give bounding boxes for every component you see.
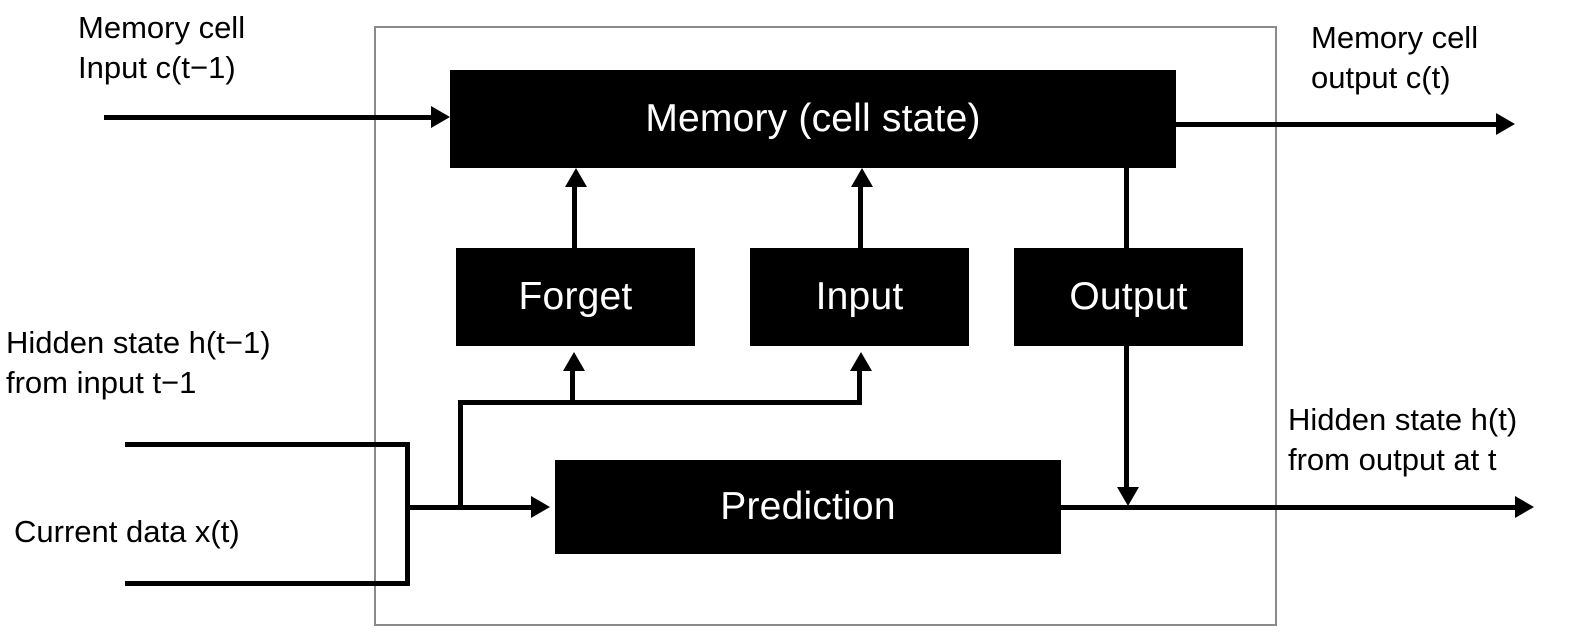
- label-hidden-state-output-line1: Hidden state h(t): [1288, 402, 1518, 437]
- label-hidden-state-input: Hidden state h(t−1) from input t−1: [6, 323, 271, 402]
- prediction-label: Prediction: [720, 485, 896, 528]
- wire-current-data-input: [125, 581, 410, 586]
- arrow-feed-to-input: [850, 352, 872, 371]
- label-hidden-state-output-line2: from output at t: [1288, 441, 1497, 477]
- output-gate-label: Output: [1069, 275, 1188, 318]
- arrow-hidden-state-output: [1515, 496, 1534, 518]
- wire-bus-to-prediction: [405, 505, 531, 510]
- arrow-forget-to-memory: [565, 168, 587, 187]
- wire-memory-input: [104, 115, 431, 120]
- wire-memory-to-output-gate: [1124, 167, 1129, 249]
- label-memory-cell-input-line1: Memory cell: [78, 10, 246, 45]
- label-hidden-state-input-line1: Hidden state h(t−1): [6, 325, 271, 360]
- label-memory-cell-output-line2: output c(t): [1311, 59, 1451, 95]
- forget-gate-block[interactable]: Forget: [456, 248, 695, 346]
- forget-gate-label: Forget: [518, 275, 633, 318]
- input-gate-block[interactable]: Input: [750, 248, 969, 346]
- arrow-memory-output: [1496, 113, 1515, 135]
- prediction-block[interactable]: Prediction: [555, 460, 1061, 554]
- arrow-input-to-memory: [851, 168, 873, 187]
- arrow-output-gate-to-hidden: [1117, 487, 1139, 506]
- label-hidden-state-input-line2: from input t−1: [6, 364, 197, 400]
- arrow-bus-to-prediction: [531, 496, 550, 518]
- lstm-cell-boundary: [374, 26, 1277, 626]
- label-current-data-input-line1: Current data x(t): [14, 514, 240, 549]
- wire-output-gate-to-hidden: [1124, 345, 1129, 487]
- label-memory-cell-input: Memory cell Input c(t−1): [78, 8, 245, 87]
- wire-memory-output: [1176, 122, 1496, 127]
- wire-feed-to-forget: [570, 368, 575, 405]
- output-gate-block[interactable]: Output: [1014, 248, 1243, 346]
- wire-merge-bus: [405, 442, 410, 586]
- label-current-data-input: Current data x(t): [14, 512, 240, 552]
- label-memory-cell-output: Memory cell output c(t): [1311, 18, 1478, 97]
- wire-prediction-to-hidden-output: [1061, 505, 1515, 510]
- label-memory-cell-output-line1: Memory cell: [1311, 20, 1479, 55]
- memory-cell-state-label: Memory (cell state): [645, 97, 981, 140]
- memory-cell-state-block[interactable]: Memory (cell state): [450, 70, 1176, 168]
- wire-forget-to-memory: [572, 186, 577, 248]
- wire-feed-to-input: [857, 368, 862, 405]
- input-gate-label: Input: [815, 275, 904, 318]
- wire-input-to-memory: [858, 186, 863, 248]
- wire-bus-branch-up: [458, 400, 463, 507]
- arrow-memory-input: [431, 106, 450, 128]
- arrow-feed-to-forget: [563, 352, 585, 371]
- label-hidden-state-output: Hidden state h(t) from output at t: [1288, 400, 1517, 479]
- wire-gate-feed-line: [458, 400, 862, 405]
- wire-hidden-state-input: [125, 442, 410, 447]
- label-memory-cell-input-line2: Input c(t−1): [78, 49, 236, 85]
